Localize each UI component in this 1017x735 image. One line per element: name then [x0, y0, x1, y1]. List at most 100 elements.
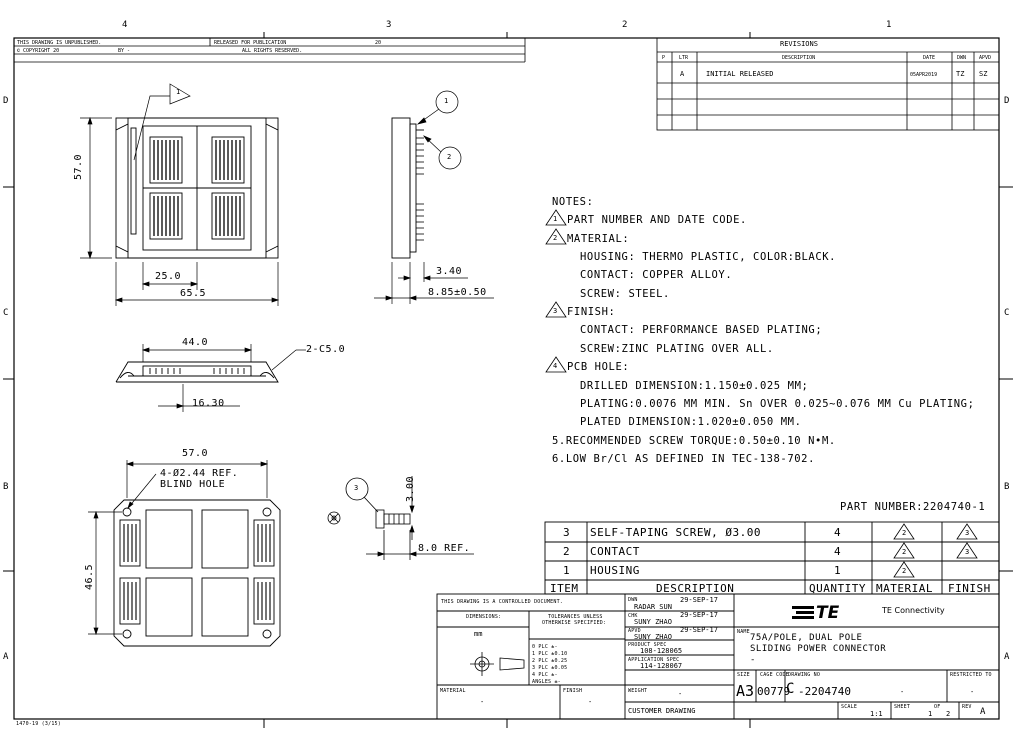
note-line-8: SCREW:ZINC PLATING OVER ALL.	[580, 343, 774, 355]
note-line-13: 5.RECOMMENDED SCREW TORQUE:0.50±0.10 N•M…	[552, 435, 836, 447]
controlled-document: THIS DRAWING IS A CONTROLLED DOCUMENT.	[441, 599, 563, 605]
bom-row-2-desc: CONTACT	[590, 545, 640, 558]
dim-bottom-width: 57.0	[182, 448, 209, 459]
tolerance-row-3: 3 PLC ±0.05	[532, 665, 568, 671]
zone-row-b-right: B	[1004, 482, 1010, 492]
note-line-6: FINISH:	[567, 306, 616, 318]
tolerance-label-1: TOLERANCES UNLESS	[548, 614, 603, 620]
note-line-1: PART NUMBER AND DATE CODE.	[567, 214, 747, 226]
note-line-14: 6.LOW Br/Cl AS DEFINED IN TEC-138-702.	[552, 453, 816, 465]
note-line-12: PLATED DIMENSION:1.020±0.050 MM.	[580, 416, 802, 428]
zone-row-a-right: A	[1004, 652, 1010, 662]
dim-top-width: 65.5	[180, 288, 207, 299]
released-label: RELEASED FOR PUBLICATION	[214, 40, 287, 46]
rev-col-p: P	[662, 55, 666, 61]
drawing-number-value: 2204740	[804, 685, 851, 698]
hole-note-2: BLIND HOLE	[160, 479, 226, 490]
dwn-label: DWN	[628, 597, 638, 603]
name-label: NAME	[737, 629, 750, 635]
zone-col-1: 1	[886, 20, 892, 30]
brand-name: TE Connectivity	[882, 606, 945, 615]
rev-row-dwn: TZ	[956, 70, 965, 78]
dimensions-unit: mm	[474, 630, 483, 638]
note-line-5: SCREW: STEEL.	[580, 288, 670, 300]
bom-header-material: MATERIAL	[876, 582, 933, 595]
tolerance-row-0: 0 PLC ±-	[532, 644, 558, 650]
rev-col-dwn: DWN	[957, 55, 967, 61]
restricted-value: -	[970, 688, 975, 696]
unpublished-notice: THIS DRAWING IS UNPUBLISHED.	[17, 40, 102, 46]
apvd-label: APVD	[628, 628, 641, 634]
rev-row-desc: INITIAL RELEASED	[706, 70, 774, 78]
drawing-number: -2204740	[798, 685, 851, 698]
rev-col-ltr: LTR	[679, 55, 689, 61]
bom-row-3-item: 3	[563, 526, 571, 539]
dwn-date: 29-SEP-17	[680, 596, 718, 604]
sheet-label: SHEET	[894, 704, 911, 710]
application-spec-label: APPLICATION SPEC	[628, 657, 680, 663]
notes-title: NOTES:	[552, 196, 594, 208]
bom-row-2-mat: 2	[902, 548, 907, 556]
sheet-value: 1	[928, 710, 933, 718]
weight-value: -	[678, 690, 683, 698]
bom-row-1-item: 1	[563, 564, 571, 577]
bom-row-3-qty: 4	[834, 526, 842, 539]
dim-front-offset: 16.30	[192, 398, 225, 409]
note-line-9: PCB HOLE:	[567, 361, 630, 373]
drawing-no-label: DRAWING NO	[788, 672, 821, 678]
note-flag-4: 4	[553, 362, 558, 370]
zone-row-b: B	[3, 482, 9, 492]
customer-drawing: CUSTOMER DRAWING	[628, 707, 696, 715]
dim-screw-length: 8.0 REF.	[418, 543, 471, 554]
bom-row-3-mat: 2	[902, 529, 907, 537]
cage-code: 00779	[757, 685, 791, 698]
zone-row-c-right: C	[1004, 308, 1010, 318]
bom-row-2-qty: 4	[834, 545, 842, 558]
flag-note-1-top: 1	[176, 88, 181, 96]
note-line-11: PLATING:0.0076 MM MIN. Sn OVER 0.025~0.0…	[580, 398, 975, 410]
bom-row-2-item: 2	[563, 545, 571, 558]
restricted-label: RESTRICTED TO	[950, 672, 992, 678]
rev-row-apvd: SZ	[979, 70, 988, 78]
finish-label: FINISH	[563, 688, 583, 694]
copyright-year: COPYRIGHT 20	[23, 48, 60, 54]
bom-header-item: ITEM	[550, 582, 579, 595]
dim-top-inner: 25.0	[155, 271, 182, 282]
bom-header-description: DESCRIPTION	[656, 582, 735, 595]
rev-row-date: 05APR2019	[910, 72, 938, 78]
dash-mid: -	[900, 688, 905, 696]
tolerance-row-4: 4 PLC ±-	[532, 672, 558, 678]
revisions-title: REVISIONS	[780, 40, 818, 48]
tolerance-row-angles: ANGLES ±-	[532, 679, 561, 685]
product-spec-label: PRODUCT SPEC	[628, 642, 667, 648]
finish-value: -	[588, 698, 593, 706]
dim-chamfer: 2-C5.0	[306, 344, 346, 355]
scale-label: SCALE	[841, 704, 858, 710]
bom-row-1-qty: 1	[834, 564, 842, 577]
size-value: A3	[736, 682, 755, 700]
bom-header-finish: FINISH	[948, 582, 991, 595]
rev-col-description: DESCRIPTION	[782, 55, 816, 61]
note-line-7: CONTACT: PERFORMANCE BASED PLATING;	[580, 324, 823, 336]
note-line-10: DRILLED DIMENSION:1.150±0.025 MM;	[580, 380, 809, 392]
rev-value: A	[980, 707, 986, 717]
scale-value: 1:1	[870, 710, 883, 718]
bom-row-3-fin: 3	[965, 529, 970, 537]
product-spec: 108-128065	[640, 647, 683, 655]
chk-name: SUNY ZHAO	[634, 618, 672, 626]
zone-row-d-right: D	[1004, 96, 1010, 106]
part-number: PART NUMBER:2204740-1	[840, 501, 986, 513]
note-flag-2: 2	[553, 234, 558, 242]
material-value: -	[480, 698, 485, 706]
note-line-4: CONTACT: COPPER ALLOY.	[580, 269, 733, 281]
dwn-name: RADAR SUN	[634, 603, 672, 611]
dimensions-label: DIMENSIONS:	[466, 614, 502, 620]
dim-front-width: 44.0	[182, 337, 209, 348]
